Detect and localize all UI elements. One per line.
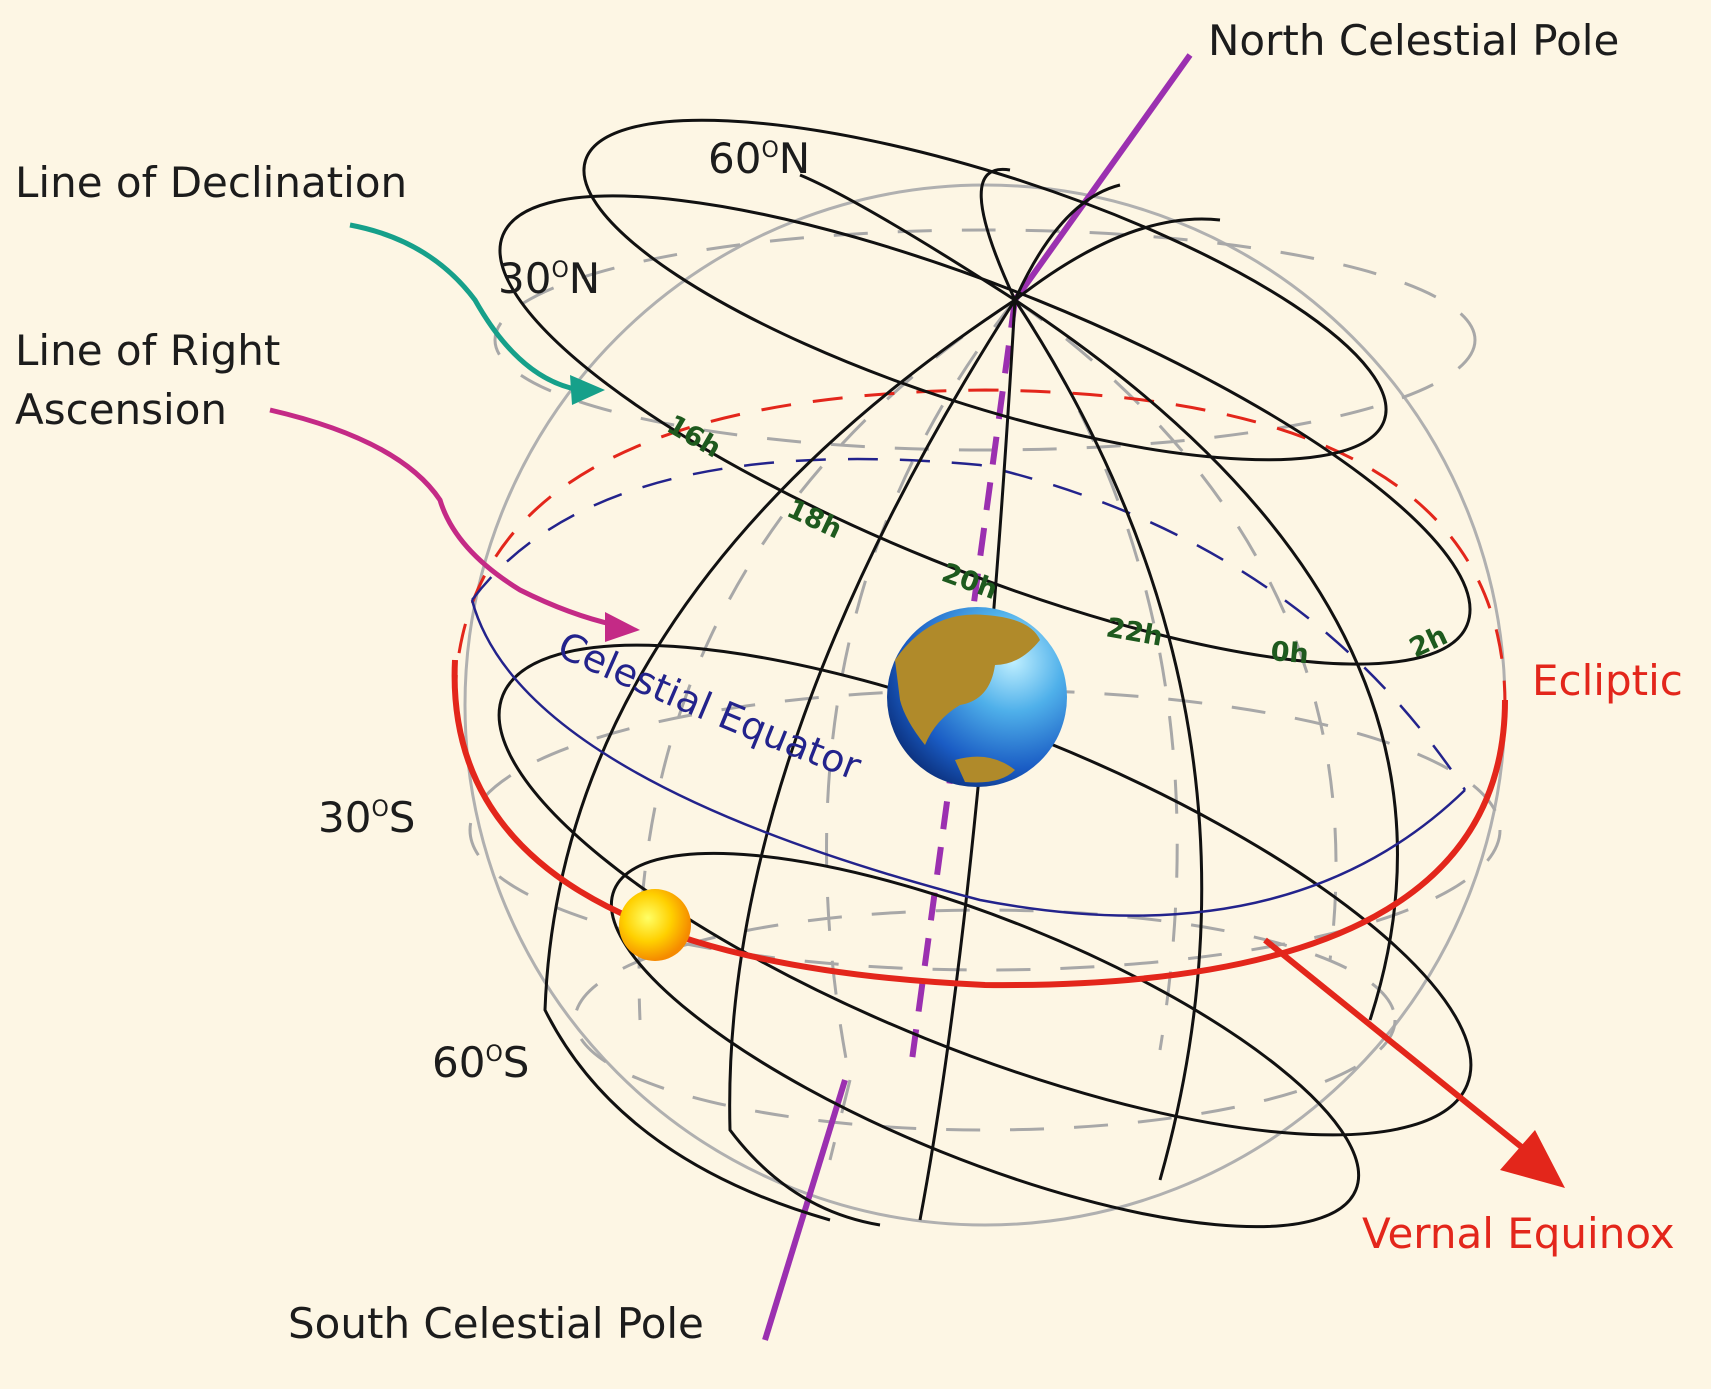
equator-front [470,599,1466,917]
hour-label: 18h [782,493,847,545]
ecliptic-label: Ecliptic [1532,656,1683,705]
ra-label-line1: Line of Right [15,326,280,375]
south-pole-label: South Celestial Pole [288,1299,704,1348]
ra-arrow [269,407,640,642]
hour-label: 22h [1104,612,1165,652]
earth-icon [887,607,1067,787]
sun-icon [619,889,691,961]
front-grid [497,118,1473,1229]
north-pole-label: North Celestial Pole [1208,16,1619,65]
lat-30n-label: 30ON [498,254,600,303]
equator-back [471,457,1467,791]
lat-60n-label: 60ON [708,134,810,183]
back-grid [468,228,1502,1161]
ecliptic-back [453,388,1507,706]
lat-60s-label: 60OS [432,1038,529,1087]
declination-arrow [349,222,605,405]
ecliptic-front [451,659,1508,989]
hour-label: 20h [938,557,1002,606]
declination-label: Line of Declination [15,158,407,207]
ra-label-line2: Ascension [15,385,227,434]
hour-label: 2h [1405,620,1453,664]
lat-30s-label: 30OS [318,793,415,842]
hour-label: 0h [1269,636,1310,670]
vernal-equinox-arrow [1263,937,1565,1188]
vernal-equinox-label: Vernal Equinox [1362,1209,1675,1258]
